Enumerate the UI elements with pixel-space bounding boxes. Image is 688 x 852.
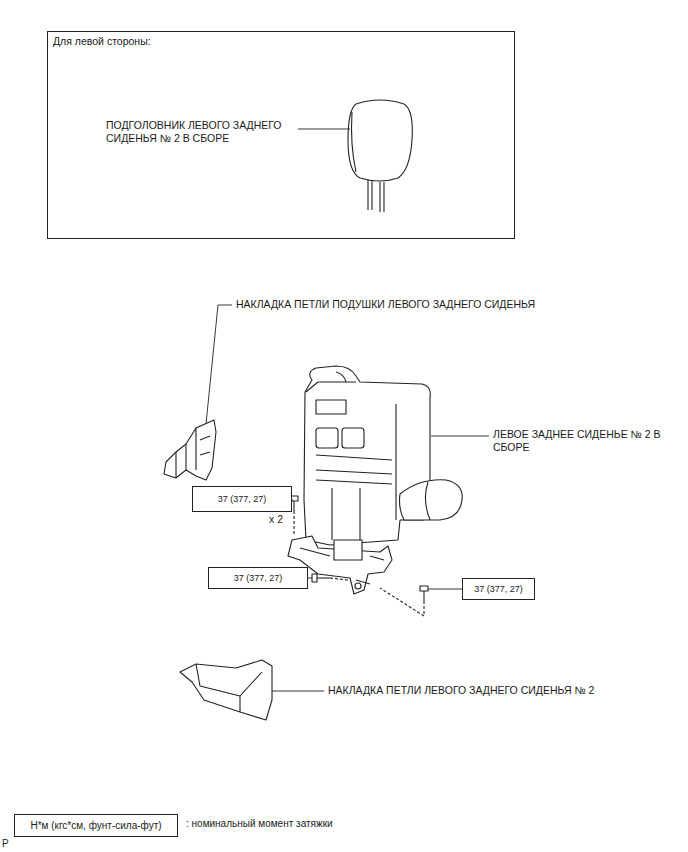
lower-hinge-cover [180,660,272,720]
torque-box: 37 (377, 27) [192,486,292,512]
part-name: ЛЕВОЕ ЗАДНЕЕ СИДЕНЬЕ № 2 В СБОРЕ [493,428,671,454]
legend-note: : номинальный момент затяжки [186,818,333,831]
torque-value: 37 (377, 27) [218,494,267,505]
part-name: НАКЛАДКА ПЕТЛИ ЛЕВОГО ЗАДНЕГО СИДЕНЬЯ № … [328,684,594,697]
frame-heading: Для левой стороны: [53,35,151,48]
headrest-drawing [348,100,412,212]
torque-box: 37 (377, 27) [462,578,535,600]
quantity-note: x 2 [269,513,283,526]
part-name: ПОДГОЛОВНИК ЛЕВОГО ЗАДНЕГО СИДЕНЬЯ № 2 В… [106,119,306,144]
bolt [290,496,428,604]
leader-line [206,129,489,691]
cushion-hinge-cover [164,420,216,480]
torque-value: 37 (377, 27) [234,573,283,584]
seat-back-drawing [304,366,462,545]
page-mark: P [2,838,9,851]
torque-box: 37 (377, 27) [208,567,308,589]
torque-value: Н*м (кгс*см, фунт-сила-фут) [30,820,161,832]
variant-frame: Для левой стороны: ПОДГОЛОВНИК ЛЕВОГО ЗАД… [47,31,515,239]
part-name: НАКЛАДКА ПЕТЛИ ПОДУШКИ ЛЕВОГО ЗАДНЕГО СИ… [236,298,535,311]
torque-value: 37 (377, 27) [474,584,523,595]
torque-box: Н*м (кгс*см, фунт-сила-фут) [14,814,178,837]
install-line [294,516,424,616]
